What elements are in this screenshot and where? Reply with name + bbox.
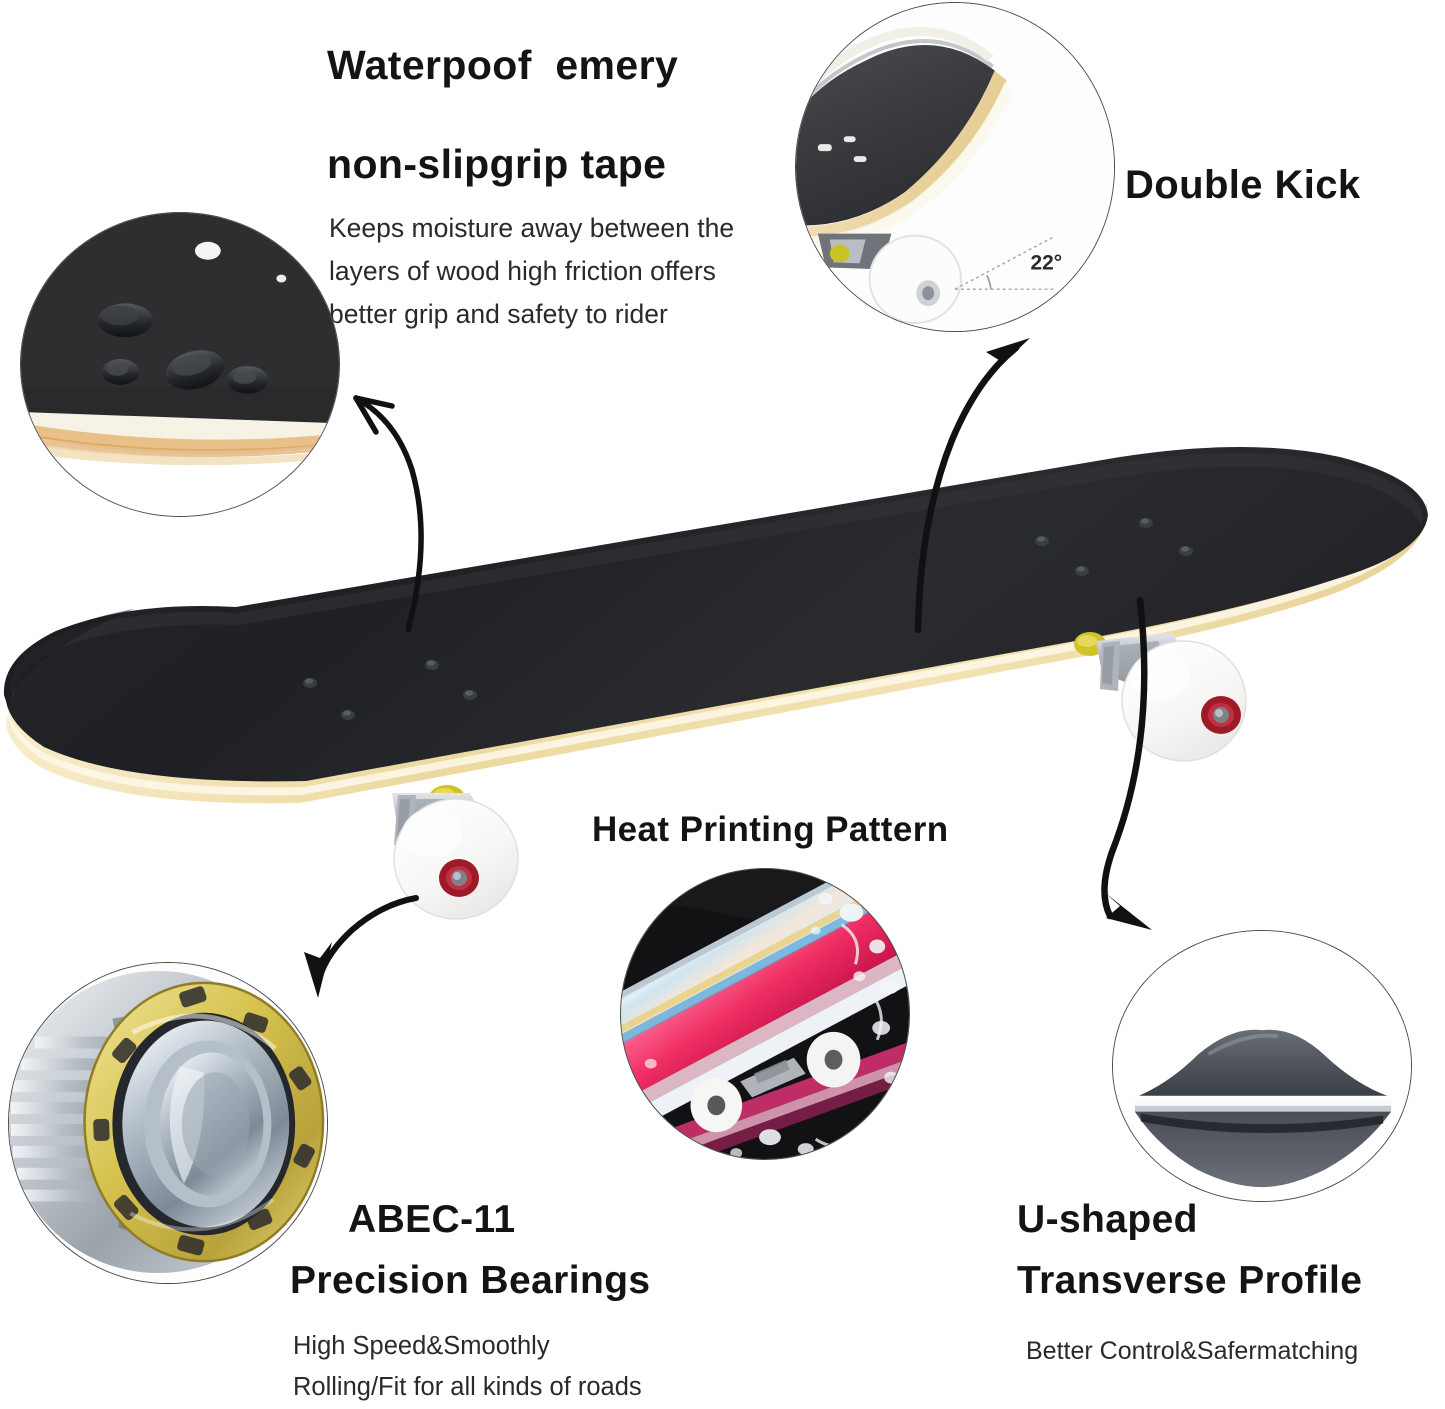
- u-shape-description: Better Control&Safermatching: [1026, 1337, 1359, 1365]
- grip-tape-description: Keeps moisture away between the layers o…: [329, 207, 734, 336]
- bearings-description: High Speed&Smoothly Rolling/Fit for all …: [293, 1326, 642, 1409]
- grip-tape-description-line1: Keeps moisture away between the: [329, 213, 735, 243]
- grip-tape-title-line1: Waterpoof emery: [327, 42, 679, 88]
- grip-tape-title-line2: non-slipgrip tape: [327, 141, 667, 187]
- heat-printing-inset-photo: [620, 868, 910, 1160]
- u-shape-title-line1: U-shaped: [1017, 1198, 1198, 1241]
- grip-tape-inset-photo: [20, 212, 340, 517]
- bearings-description-line1: High Speed&Smoothly: [293, 1332, 550, 1360]
- double-kick-inset-photo: 22°: [795, 2, 1115, 332]
- u-shape-title-line2: Transverse Profile: [1017, 1259, 1363, 1302]
- grip-tape-description-line3: better grip and safety to rider: [329, 298, 668, 329]
- bearings-description-line2: Rolling/Fit for all kinds of roads: [293, 1373, 642, 1402]
- bearings-title-line1: ABEC-11: [348, 1198, 516, 1241]
- heat-printing-title: Heat Printing Pattern: [592, 810, 949, 849]
- bearings-title-line2: Precision Bearings: [290, 1259, 651, 1302]
- skateboard-product-photo: [0, 395, 1445, 975]
- grip-tape-description-line2: layers of wood high friction offers: [329, 255, 716, 286]
- double-kick-angle-label: 22°: [1031, 251, 1063, 274]
- u-shape-inset-photo: [1112, 930, 1412, 1202]
- bearing-inset-photo: [8, 962, 328, 1284]
- double-kick-title: Double Kick: [1125, 163, 1361, 207]
